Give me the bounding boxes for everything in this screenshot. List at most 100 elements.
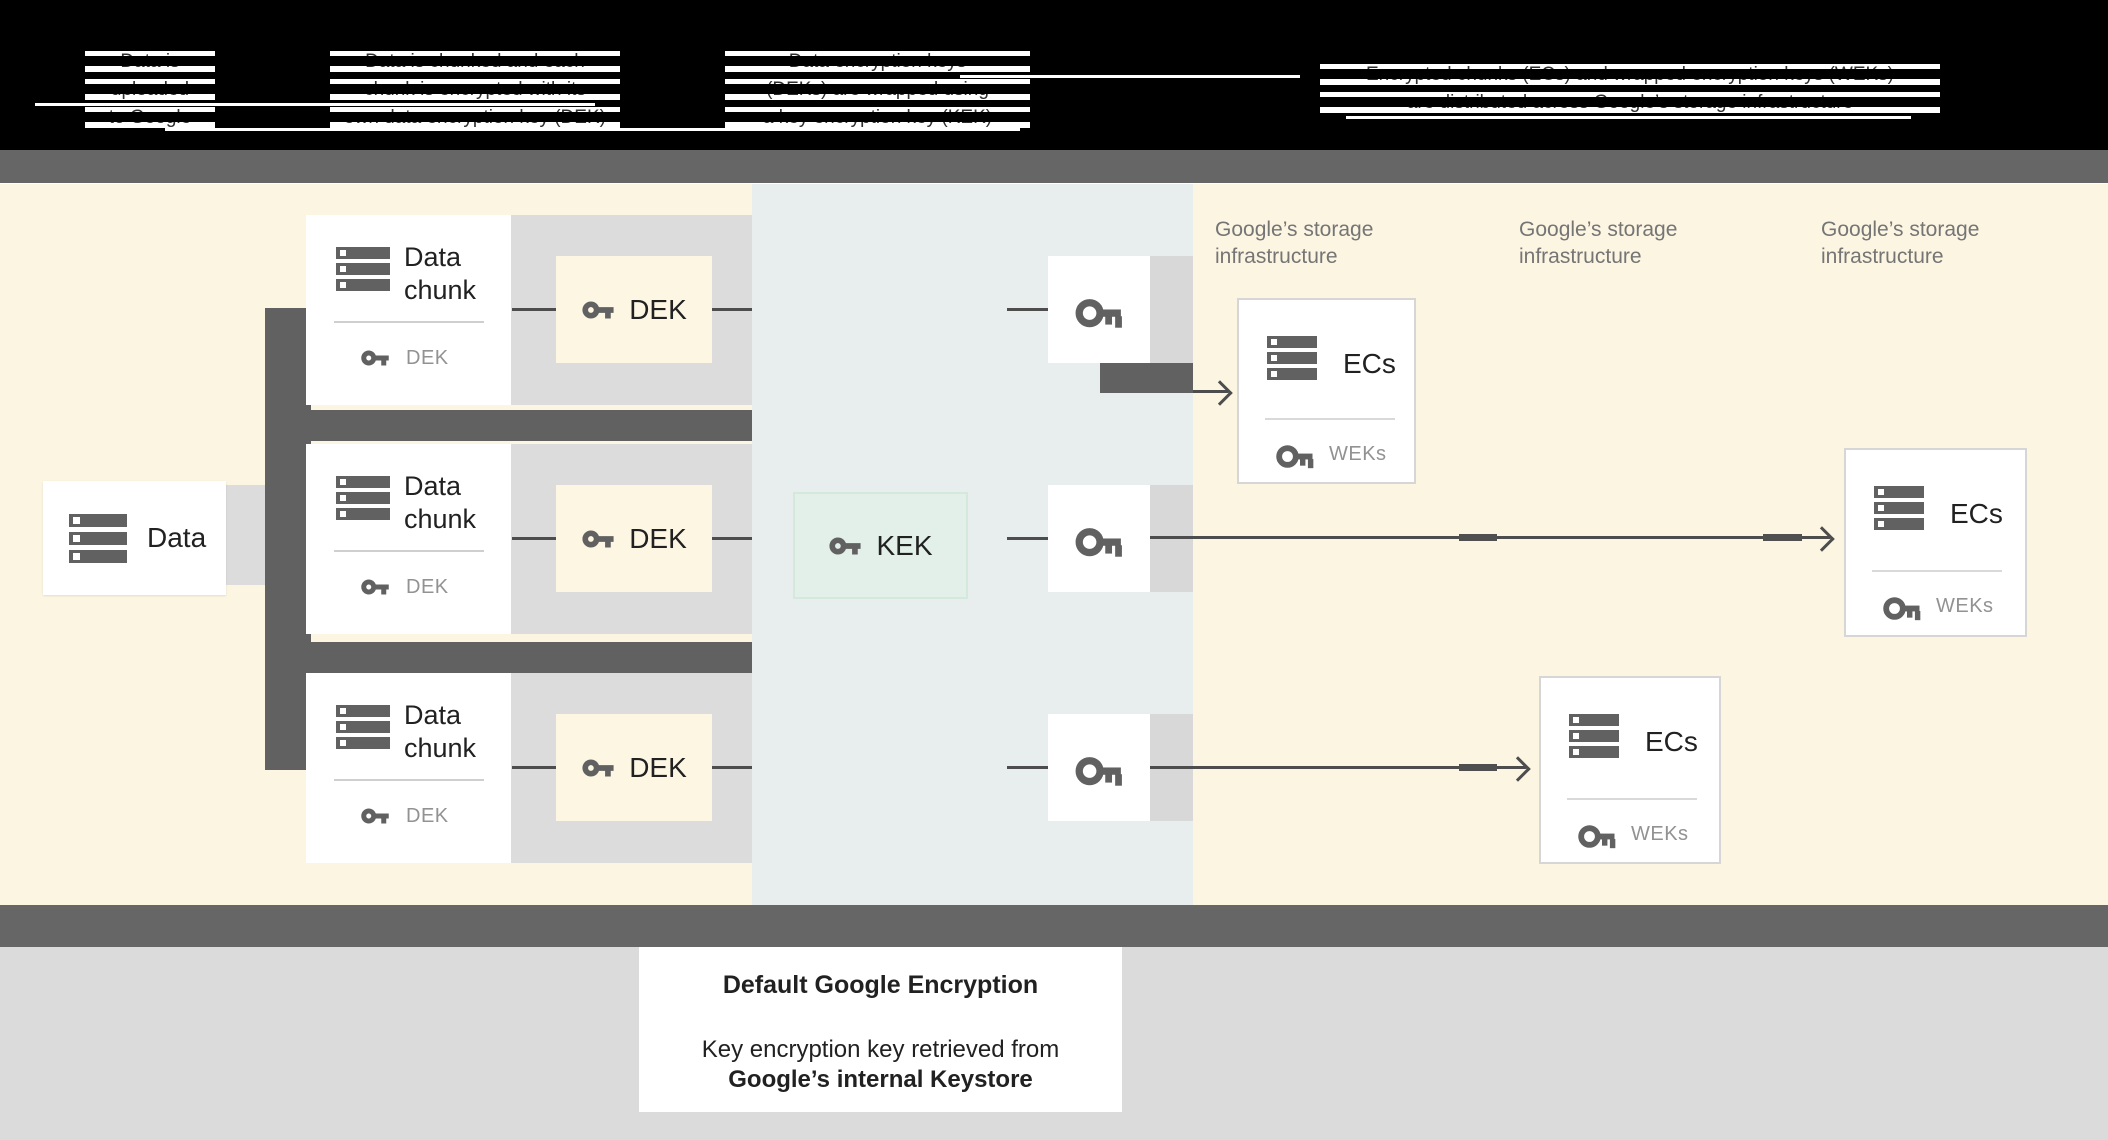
wrapped-key-icon (1276, 445, 1314, 469)
header-step1-line2: uploaded (85, 79, 215, 100)
header-text: Encrypted chunks (ECs) and wrapped encry… (1366, 64, 1894, 85)
caption-title: Default Google Encryption (722, 971, 1039, 999)
chunk-key-label: DEK (406, 804, 449, 827)
key-icon (582, 530, 614, 547)
data-chunk-title: Data chunk (404, 699, 476, 765)
ecs-stack-icon (1569, 714, 1619, 758)
header-text: are distributed across Google’s storage … (1406, 92, 1854, 113)
wrapped-key-box-1 (1048, 256, 1150, 363)
chunk-divider (334, 321, 484, 323)
data-chunk-box-2: Data chunk DEK (306, 444, 511, 634)
connector-line (1007, 537, 1048, 540)
connector-line (712, 308, 752, 311)
key-icon (582, 759, 614, 776)
branch-bar-bottom (265, 642, 752, 673)
header-text: Data encryption keys (788, 51, 967, 72)
caption-line2: Google’s internal Keystore (728, 1066, 1033, 1093)
arrow-line (1150, 766, 1526, 769)
header-text: Data is chunked and each (365, 51, 585, 72)
chunk-key-row: DEK (360, 572, 449, 602)
data-chunk-title-line1: Data (404, 242, 462, 272)
header-text: chunk is encrypted with its (364, 79, 586, 100)
data-chunk-title-line2: chunk (404, 733, 477, 763)
dek-box-3: DEK (556, 714, 712, 821)
arrow-line-segment (1763, 534, 1802, 541)
data-chunk-title-line1: Data (404, 700, 462, 730)
connector-line (712, 766, 752, 769)
connector-line (512, 537, 556, 540)
chunk-key-row: DEK (360, 801, 449, 831)
ecs-divider (1265, 418, 1395, 420)
data-chunk-stack-icon (336, 476, 390, 520)
header-step3-line2: (DEKs) are wrapped using (725, 79, 1030, 100)
chunk-key-label: DEK (406, 346, 449, 369)
data-box-label: Data (147, 522, 207, 553)
wrapped-key-icon (1075, 527, 1122, 557)
header-step3-line3: a key encryption key (KEK) (725, 107, 1030, 128)
chunk-trunk-connector (265, 308, 311, 770)
wrapped-key-box-2 (1048, 485, 1150, 592)
dek-box-label: DEK (629, 751, 687, 783)
connector-line (512, 766, 556, 769)
header-text: uploaded (110, 79, 190, 100)
ecs-stack-icon (1874, 486, 1924, 530)
wrapped-key-icon (1075, 298, 1122, 328)
data-chunk-stack-icon (336, 705, 390, 749)
header-text: (DEKs) are wrapped using (766, 79, 989, 100)
ecs-stack-icon (1267, 336, 1317, 380)
ecs-box-label: ECs (1343, 348, 1396, 379)
ecs-key-row: WEKs (1882, 586, 1994, 626)
redaction-hairline (35, 103, 595, 106)
ecs-key-row: WEKs (1577, 814, 1689, 854)
connector-line (712, 537, 752, 540)
arrow-line-segment (1459, 764, 1497, 771)
connector-line (1007, 766, 1048, 769)
bottom-separator-band (0, 905, 2108, 947)
dek-box-label: DEK (629, 293, 687, 325)
data-connector-backing (222, 485, 266, 585)
caption-line1: Key encryption key retrieved from (701, 1036, 1060, 1063)
ecs-box-label: ECs (1645, 726, 1698, 757)
header-text: to Google (108, 107, 192, 128)
header-step4-line2: are distributed across Google’s storage … (1320, 92, 1940, 113)
storage-label-3: Google’s storage infrastructure (1821, 216, 1979, 270)
storage-label-2: Google’s storage infrastructure (1519, 216, 1677, 270)
chunk-key-row: DEK (360, 343, 449, 373)
redaction-hairline (165, 128, 1020, 131)
data-chunk-box-1: Data chunk DEK (306, 215, 511, 405)
key-icon (361, 350, 389, 366)
wrapped-key-icon (1883, 597, 1921, 621)
kek-box-label: KEK (876, 529, 933, 561)
header-step2-line2: chunk is encrypted with its (330, 79, 620, 100)
ecs-box-3: ECs WEKs (1539, 676, 1721, 864)
data-chunk-title: Data chunk (404, 241, 476, 307)
header-step4-line1: Encrypted chunks (ECs) and wrapped encry… (1320, 64, 1940, 85)
chunk-key-label: DEK (406, 575, 449, 598)
dek-box-1: DEK (556, 256, 712, 363)
header-step3-line1: Data encryption keys (725, 51, 1030, 72)
storage-label-line1: Google’s storage (1215, 218, 1374, 241)
chunk-divider (334, 550, 484, 552)
header-text: own data encryption key (DEK) (344, 107, 606, 128)
connector-line (1007, 308, 1048, 311)
data-chunk-title-line2: chunk (404, 504, 477, 534)
data-stack-icon (69, 513, 127, 563)
wrapped-key-tail (1150, 256, 1193, 363)
ecs-divider (1567, 798, 1697, 800)
data-chunk-box-3: Data chunk DEK (306, 673, 511, 863)
kek-box: KEK (793, 492, 968, 599)
dek-box-label: DEK (629, 522, 687, 554)
data-box: Data (43, 481, 226, 595)
storage-label-line1: Google’s storage (1821, 218, 1980, 241)
arrow-line-segment (1459, 534, 1497, 541)
storage-label-line2: infrastructure (1519, 245, 1642, 268)
header-step2-line1: Data is chunked and each (330, 51, 620, 72)
key-icon (582, 301, 614, 318)
header-text: Data is (120, 51, 180, 72)
connector-line (512, 308, 556, 311)
wrapped-key-box-3 (1048, 714, 1150, 821)
ecs-keys-label: WEKs (1936, 594, 1994, 617)
storage-label-line1: Google’s storage (1519, 218, 1678, 241)
ecs-box-1: ECs WEKs (1237, 298, 1416, 484)
data-chunk-title-line1: Data (404, 471, 462, 501)
